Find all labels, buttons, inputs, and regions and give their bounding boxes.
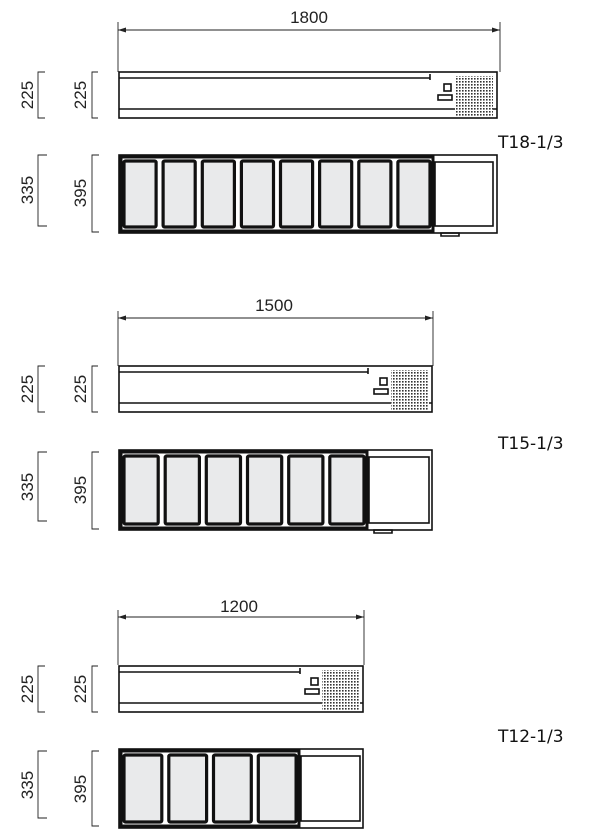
gastronorm-pan: [200, 159, 237, 229]
depth-label-outer: 335: [18, 473, 37, 501]
top-view: [118, 449, 433, 534]
control-display: [373, 388, 389, 395]
gastronorm-pan: [122, 454, 160, 526]
pan-frame: [119, 450, 369, 530]
control-switch: [379, 377, 388, 386]
model-t18-drawing: 1800 225 225 335 395: [18, 8, 564, 237]
width-label: 1200: [220, 597, 258, 616]
gastronorm-pan: [122, 753, 164, 824]
gastronorm-pan: [211, 753, 253, 824]
gastronorm-pan: [122, 159, 158, 229]
height-label-outer: 225: [18, 675, 37, 703]
depth-label-inner: 395: [71, 775, 90, 803]
height-label-inner: 225: [71, 81, 90, 109]
width-label: 1500: [255, 296, 293, 315]
depth-dimension: 335 395: [18, 750, 99, 827]
vent-grille: [391, 370, 429, 411]
depth-dimension: 335 395: [18, 154, 99, 233]
gastronorm-pan: [167, 753, 209, 824]
gastronorm-pan: [328, 454, 366, 526]
depth-label-outer: 335: [18, 771, 37, 799]
depth-label-inner: 395: [71, 476, 90, 504]
lid-panel: [434, 161, 494, 227]
model-label: T15-1/3: [497, 434, 564, 454]
gastronorm-pan: [256, 753, 298, 824]
width-dimension: 1500: [117, 296, 434, 366]
control-switch: [443, 83, 452, 92]
model-t15-drawing: 1500 225 225 335 395: [18, 296, 564, 534]
top-view: [118, 748, 364, 829]
gastronorm-pan: [239, 159, 276, 229]
depth-label-outer: 335: [18, 176, 37, 204]
front-view: [118, 665, 364, 713]
gastronorm-pan: [163, 454, 201, 526]
model-t12-drawing: 1200 225 225 335 395 T: [18, 597, 564, 829]
front-view: [118, 365, 433, 413]
height-label-outer: 225: [18, 81, 37, 109]
side-height-dimension: 225 225: [18, 365, 98, 413]
height-label-inner: 225: [71, 675, 90, 703]
width-label: 1800: [290, 8, 328, 27]
gastronorm-pan: [318, 159, 354, 229]
gastronorm-pan: [357, 159, 393, 229]
width-dimension: 1200: [117, 597, 365, 665]
height-label-inner: 225: [71, 375, 90, 403]
control-switch: [310, 677, 319, 686]
gastronorm-pan: [287, 454, 325, 526]
gastronorm-pan: [396, 159, 432, 229]
width-dimension: 1800: [117, 8, 501, 72]
lid-panel: [368, 456, 430, 524]
gastronorm-pan: [245, 454, 284, 526]
gastronorm-pan: [161, 159, 197, 229]
vent-grille: [322, 670, 360, 711]
side-height-dimension: 225 225: [18, 665, 98, 713]
model-label: T12-1/3: [497, 727, 564, 747]
depth-dimension: 335 395: [18, 451, 99, 530]
height-label-outer: 225: [18, 375, 37, 403]
control-display: [437, 94, 453, 101]
model-label: T18-1/3: [497, 133, 564, 153]
side-height-dimension: 225 225: [18, 71, 98, 119]
pan-row: [122, 159, 432, 229]
depth-label-inner: 395: [71, 179, 90, 207]
front-view: [118, 71, 498, 119]
top-view: [118, 154, 498, 237]
pan-row: [122, 454, 366, 526]
pan-row: [122, 753, 298, 824]
lid-panel: [300, 755, 361, 822]
vent-grille: [455, 76, 493, 117]
gastronorm-pan: [278, 159, 315, 229]
control-display: [304, 688, 320, 695]
gastronorm-pan: [204, 454, 243, 526]
